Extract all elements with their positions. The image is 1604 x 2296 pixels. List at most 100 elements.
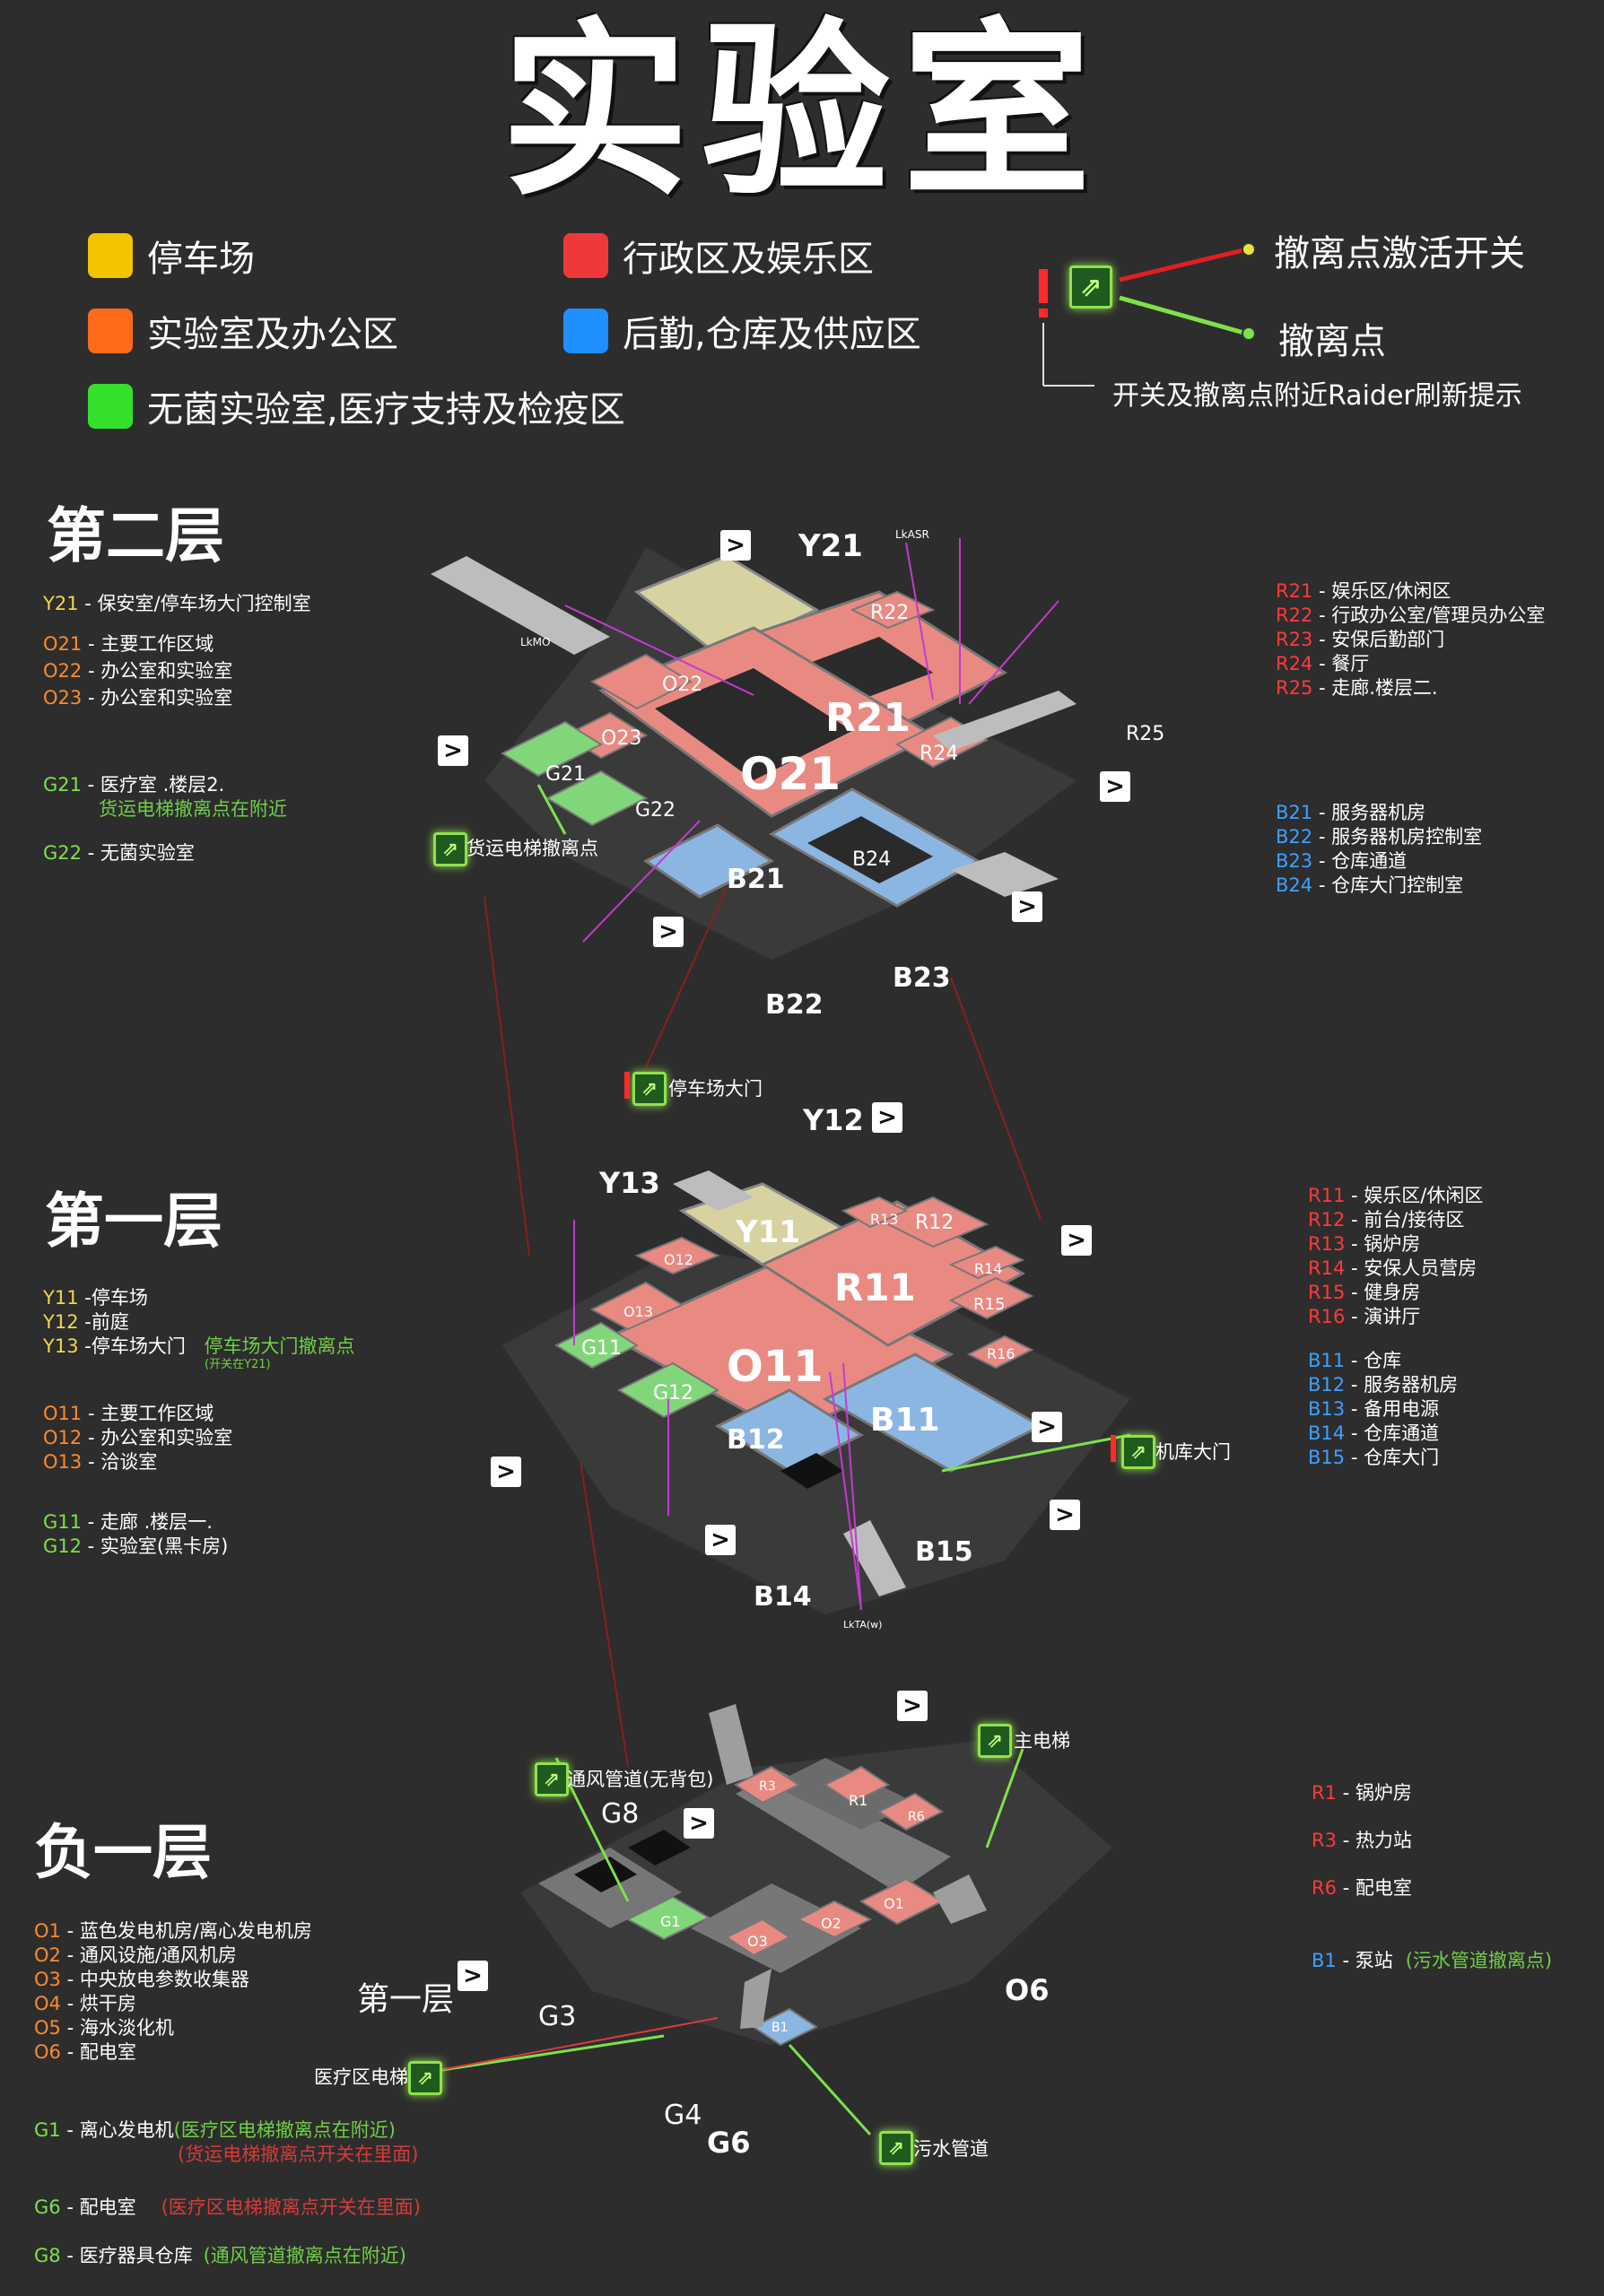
key-row: R23 - 安保后勤部门 (1276, 629, 1445, 650)
map-label-g8: G8 (601, 1798, 639, 1830)
cmd-terminal-icon: > (438, 735, 468, 766)
room-b1 (752, 2007, 818, 2047)
exit-label-vent: 通风管道(无背包) (567, 1769, 714, 1790)
card-label-lkasr: LkASR (895, 528, 929, 541)
key-row: R1 - 锅炉房 (1312, 1782, 1412, 1804)
key-row: G22 - 无菌实验室 (43, 842, 195, 864)
key-row: O3 - 中央放电参数收集器 (34, 1969, 249, 1990)
exit-label-medical-elevator: 医疗区电梯 (314, 2066, 408, 2088)
legend-swatch-blue (563, 309, 608, 353)
legend-swatch-orange (88, 309, 133, 353)
floorb1-key-g8: G8 - 医疗器具仓库(通风管道撤离点在附近) (34, 2244, 406, 2268)
legend-swatch-yellow (88, 233, 133, 278)
floorb1-key-left: O1 - 蓝色发电机房/离心发电机房 O2 - 通风设施/通风机房 O3 - 中… (34, 1919, 312, 2065)
map-label-o3: O3 (747, 1933, 768, 1950)
map-label-b14: B14 (754, 1581, 812, 1613)
map-label-r11: R11 (834, 1265, 916, 1309)
map-label-g22: G22 (635, 799, 676, 822)
exit-sign-icon: ⇗ (978, 1724, 1012, 1758)
legend-sterile-medical: 无菌实验室,医疗支持及检疫区 (88, 380, 625, 432)
map-label-y21: Y21 (798, 528, 863, 564)
floor1-title: 第一层 (45, 1187, 222, 1256)
key-row: G12 - 实验室(黑卡房) (43, 1535, 229, 1557)
map-label-y11: Y11 (735, 1214, 800, 1250)
card-label-lkmo: LkMO (520, 636, 550, 648)
map-label-o2: O2 (821, 1915, 841, 1932)
room-r14 (948, 1245, 1025, 1280)
key-row: R6 - 配电室 (1312, 1877, 1412, 1899)
map-label-r25: R25 (1126, 723, 1164, 745)
floor2-key-right: R21 - 娱乐区/休闲区 R22 - 行政办公室/管理员办公室 R23 - 安… (1276, 579, 1545, 898)
key-row: O13 - 洽谈室 (43, 1451, 158, 1473)
floor1-key-right: R11 - 娱乐区/休闲区 R12 - 前台/接待区 R13 - 锅炉房 R14… (1308, 1184, 1483, 1470)
room-o2 (796, 1900, 873, 1939)
map-label-g1: G1 (660, 1913, 681, 1930)
card-label-lkta: LkTA(w) (843, 1619, 882, 1631)
legend-raider-hint: 开关及撤离点附近Raider刷新提示 (1112, 380, 1522, 412)
floorb1-title: 负一层 (34, 1818, 212, 1887)
key-row: G8 - 医疗器具仓库(通风管道撤离点在附近) (34, 2245, 406, 2266)
room-b12 (714, 1388, 865, 1473)
legend-label: 停车场 (147, 239, 255, 280)
map-label-r12: R12 (915, 1212, 954, 1234)
legend-label: 后勤,仓库及供应区 (623, 314, 921, 355)
key-row: R25 - 走廊.楼层二. (1276, 677, 1438, 699)
map-label-o1: O1 (884, 1895, 904, 1912)
key-subnote: (开关在Y21) (205, 1358, 271, 1371)
legend-swatch-red (563, 233, 608, 278)
map-label-y13: Y13 (598, 1166, 660, 1200)
raider-warning-icon (624, 1072, 630, 1099)
extraction-legend-diagram (1039, 242, 1256, 387)
key-row: G21 - 医疗室 .楼层2. (43, 774, 225, 796)
legend-label: 无菌实验室,医疗支持及检疫区 (147, 389, 625, 430)
map-label-r3: R3 (759, 1779, 776, 1794)
key-row: B11 - 仓库 (1308, 1350, 1402, 1371)
key-row: R13 - 锅炉房 (1308, 1233, 1421, 1255)
key-row: Y11 -停车场 (43, 1287, 148, 1309)
map-label-r14: R14 (974, 1260, 1002, 1277)
key-row: B23 - 仓库通道 (1276, 850, 1408, 872)
key-row: Y13 -停车场大门 停车场大门撤离点 (43, 1335, 355, 1357)
legend-parking: 停车场 (88, 230, 255, 282)
room-r22 (850, 590, 936, 630)
page-title: 实验室 (500, 2, 1103, 222)
room-g22 (545, 770, 649, 827)
map-label-r1: R1 (849, 1792, 867, 1809)
key-row: B24 - 仓库大门控制室 (1276, 874, 1464, 896)
key-row: G11 - 走廊 .楼层一. (43, 1511, 213, 1533)
map-label-r22: R22 (870, 602, 909, 624)
map-label-b24: B24 (852, 848, 891, 871)
key-row: O22 - 办公室和实验室 (43, 660, 233, 682)
legend-lab-office: 实验室及办公区 (88, 305, 398, 357)
map-label-o6: O6 (1005, 1973, 1049, 2007)
map-label-r24: R24 (920, 743, 958, 765)
room-g21 (500, 720, 604, 778)
key-row: B13 - 备用电源 (1308, 1398, 1440, 1420)
exit-sign-icon: ⇗ (408, 2061, 442, 2095)
key-row: R16 - 演讲厅 (1308, 1306, 1421, 1327)
map-label-r21: R21 (825, 695, 911, 741)
key-row: G1 - 离心发电机(医疗区电梯撤离点在附近) (34, 2119, 396, 2141)
room-r15 (948, 1276, 1034, 1320)
map-label-r15: R15 (973, 1295, 1005, 1314)
key-row: B15 - 仓库大门 (1308, 1447, 1440, 1468)
exit-label-parking: 停车场大门 (668, 1078, 763, 1100)
map-label-g12: G12 (653, 1382, 693, 1405)
map-label-b23: B23 (893, 962, 951, 994)
key-row: B1 - 泵站(污水管道撤离点) (1312, 1950, 1553, 1971)
raider-warning-icon (1111, 1435, 1116, 1462)
room-g12 (616, 1361, 720, 1419)
key-row: B12 - 服务器机房 (1308, 1374, 1459, 1396)
exit-label-cargo: 货运电梯撤离点 (466, 838, 598, 859)
map-label-r13: R13 (870, 1211, 898, 1228)
key-row: O12 - 办公室和实验室 (43, 1427, 233, 1448)
cmd-terminal-icon: > (458, 1961, 488, 1991)
key-note: 货运电梯撤离点在附近 (99, 798, 287, 820)
room-g1 (625, 1895, 711, 1941)
room-o3 (725, 1918, 791, 1957)
exit-label-hangar: 机库大门 (1155, 1441, 1231, 1463)
map-label-g21: G21 (545, 763, 586, 786)
map-label-b22: B22 (765, 989, 824, 1021)
cmd-terminal-icon: > (1061, 1225, 1092, 1256)
exit-sign-icon: ⇗ (1069, 265, 1112, 309)
